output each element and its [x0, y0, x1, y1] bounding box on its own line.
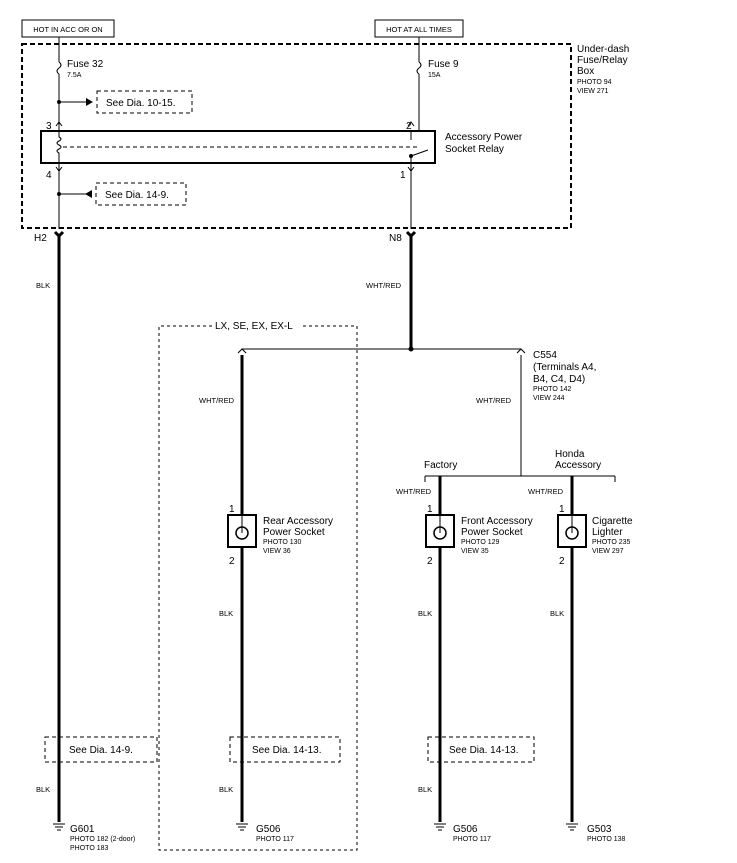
ground-g601-photo-1: PHOTO 182 (2-door): [70, 836, 135, 843]
relay-name-2: Socket Relay: [445, 144, 504, 155]
front-pin-top: 1: [427, 504, 433, 515]
c554-view: VIEW 244: [533, 395, 565, 402]
ground-g506-rear: G506: [256, 824, 281, 835]
fuse9-rating: 15A: [428, 72, 441, 79]
relay-pin-4: 4: [46, 170, 52, 181]
rear-pin-top: 1: [229, 504, 235, 515]
source-label-right: HOT AT ALL TIMES: [386, 25, 452, 34]
fusebox-title-3: Box: [577, 66, 594, 77]
fuse32-rating: 7.5A: [67, 72, 82, 79]
wire-color-blk-lighter: BLK: [550, 609, 564, 618]
source-box-left: [21, 19, 115, 38]
power-socket-icon[interactable]: [425, 514, 455, 548]
fusebox-view: VIEW 271: [577, 88, 609, 95]
fuse-relay-box-outline: [21, 43, 572, 229]
fusebox-photo: PHOTO 94: [577, 79, 612, 86]
connector-h2: H2: [34, 233, 47, 244]
ref-box-dia-14-13-front: [427, 736, 535, 763]
ref-box-dia-14-13-rear: [229, 736, 341, 763]
ground-g506-front-photo: PHOTO 117: [453, 836, 491, 843]
wire-color-blk-2: BLK: [36, 785, 50, 794]
front-socket-photo: PHOTO 129: [461, 539, 499, 546]
rear-socket-name-1: Rear Accessory: [263, 516, 333, 527]
wire-color-wht-red-front: WHT/RED: [396, 487, 432, 496]
cigarette-lighter-icon[interactable]: [557, 514, 587, 548]
ref-dia-14-9-top: See Dia. 14-9.: [105, 190, 169, 201]
relay-coil-icon: [56, 131, 62, 163]
wire-color-wht-red-c554: WHT/RED: [476, 396, 512, 405]
power-socket-icon[interactable]: [227, 514, 257, 548]
rear-pin-bottom: 2: [229, 556, 235, 567]
wire-color-blk-rear-2: BLK: [219, 785, 233, 794]
ground-icon: [53, 823, 65, 831]
ref-dia-10-15: See Dia. 10-15.: [106, 98, 176, 109]
lighter-name-1: Cigarette: [592, 516, 633, 527]
ground-g506-front: G506: [453, 824, 478, 835]
c554-line-1: (Terminals A4,: [533, 362, 596, 373]
c554-line-2: B4, C4, D4): [533, 374, 585, 385]
fusebox-title-2: Fuse/Relay: [577, 55, 628, 66]
ref-dia-14-9-bottom: See Dia. 14-9.: [69, 745, 133, 756]
ground-g503-photo: PHOTO 138: [587, 836, 625, 843]
fusebox-title-1: Under-dash: [577, 44, 629, 55]
ground-g503: G503: [587, 824, 612, 835]
ground-g506-rear-photo: PHOTO 117: [256, 836, 294, 843]
lighter-pin-bottom: 2: [559, 556, 565, 567]
relay-body[interactable]: [40, 130, 436, 164]
ref-box-dia-14-9-bottom: [44, 736, 158, 763]
ground-icon: [566, 823, 578, 831]
relay-name-1: Accessory Power: [445, 132, 523, 143]
ground-icon: [434, 823, 446, 831]
front-socket-view: VIEW 35: [461, 548, 489, 555]
ground-g601: G601: [70, 824, 95, 835]
ref-box-dia-10-15: [96, 90, 193, 114]
ref-box-dia-14-9-top: [95, 182, 187, 206]
front-socket-name-2: Power Socket: [461, 527, 523, 538]
lighter-name-2: Lighter: [592, 527, 623, 538]
branch-honda-1: Honda: [555, 449, 585, 460]
fuse32-symbol: [56, 61, 62, 130]
branch-factory: Factory: [424, 460, 457, 471]
rear-socket-photo: PHOTO 130: [263, 539, 301, 546]
relay-pin-2: 2: [406, 121, 412, 132]
c554-photo: PHOTO 142: [533, 386, 571, 393]
ref-dia-14-13-rear: See Dia. 14-13.: [252, 745, 322, 756]
lighter-photo: PHOTO 235: [592, 539, 630, 546]
lighter-view: VIEW 297: [592, 548, 624, 555]
front-socket-name-1: Front Accessory: [461, 516, 533, 527]
c554-name: C554: [533, 350, 557, 361]
branch-honda-2: Accessory: [555, 460, 601, 471]
connector-n8: N8: [389, 233, 402, 244]
wire-color-blk-front-1: BLK: [418, 609, 432, 618]
fuse9-name: Fuse 9: [428, 59, 459, 70]
source-label-left: HOT IN ACC OR ON: [33, 25, 102, 34]
wire-color-wht-red-lighter: WHT/RED: [528, 487, 564, 496]
fuse32-name: Fuse 32: [67, 59, 104, 70]
lighter-pin-top: 1: [559, 504, 565, 515]
wire-color-blk-front-2: BLK: [418, 785, 432, 794]
wire-color-blk-rear-1: BLK: [219, 609, 233, 618]
rear-socket-view: VIEW 36: [263, 548, 291, 555]
ground-icon: [236, 823, 248, 831]
rear-socket-name-2: Power Socket: [263, 527, 325, 538]
wire-color-wht-red-rear: WHT/RED: [199, 396, 235, 405]
ref-dia-14-13-front: See Dia. 14-13.: [449, 745, 519, 756]
wire-color-wht-red-n8: WHT/RED: [366, 281, 402, 290]
variant-box-outline: [158, 325, 358, 851]
arrow-right-icon: [86, 98, 93, 106]
relay-pin-3: 3: [46, 121, 52, 132]
front-pin-bottom: 2: [427, 556, 433, 567]
wire-color-blk-1: BLK: [36, 281, 50, 290]
fuse9-symbol: [416, 61, 422, 131]
ground-g601-photo-2: PHOTO 183: [70, 845, 108, 852]
variant-label: LX, SE, EX, EX-L: [215, 321, 293, 332]
relay-pin-1: 1: [400, 170, 406, 181]
